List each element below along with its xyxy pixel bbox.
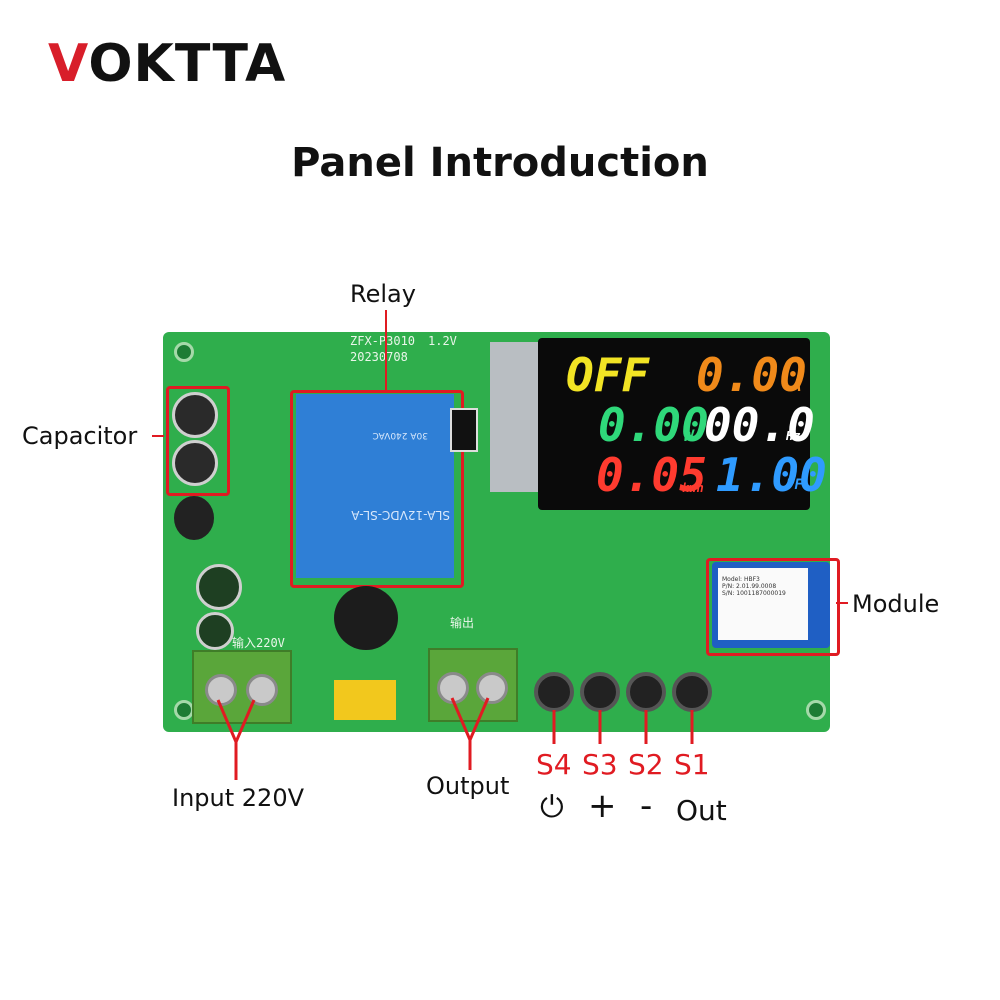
capacitor-highlight-box (166, 386, 230, 496)
module-sn: S/N: 1001187000019 (722, 590, 786, 597)
capacitor-label: Capacitor (22, 422, 138, 450)
button-id-s4: S4 (536, 748, 572, 781)
capacitor-c17 (172, 392, 218, 438)
frequency-unit: Hz (786, 429, 801, 443)
energy-unit: kwh (682, 481, 704, 495)
capacitor-green (196, 564, 242, 610)
relay-highlight-box (290, 390, 464, 588)
minus-icon: - (640, 786, 653, 826)
module-pn: P/N: 2.01.99.0008 (722, 583, 777, 590)
board-version: 1.2V (428, 334, 457, 348)
power-icon: ⏻ (540, 790, 564, 825)
module-leader-line (836, 602, 848, 604)
screw-icon (476, 672, 508, 704)
button-id-s1: S1 (674, 748, 710, 781)
current-transformer (334, 586, 398, 650)
board-model: ZFX-P3010 (350, 334, 416, 348)
current-readout: 0.00 (696, 348, 807, 402)
button-id-s3: S3 (582, 748, 618, 781)
relay-label: Relay (350, 280, 416, 308)
lcd-backing (490, 342, 542, 492)
mount-hole-icon (806, 700, 826, 720)
inductor (174, 496, 214, 540)
logo-mark: V (48, 34, 89, 94)
module-highlight-box (706, 558, 840, 656)
plus-icon: + (588, 786, 617, 826)
status-readout: OFF (566, 348, 650, 402)
current-unit: A (792, 376, 802, 395)
screw-icon (246, 674, 278, 706)
output-label: Output (426, 772, 510, 800)
page-title: Panel Introduction (291, 140, 709, 186)
capacitor-small (196, 612, 234, 650)
mount-hole-icon (174, 342, 194, 362)
pf-readout: 1.00 (716, 448, 827, 502)
input-y-connector (216, 699, 256, 746)
power-readout: 0.00 (598, 398, 709, 452)
pf-unit: PF (786, 477, 803, 493)
lcd-display (538, 338, 810, 510)
output-y-connector (450, 697, 490, 744)
module-label: Module (852, 590, 940, 618)
capacitor-c16 (172, 440, 218, 486)
yellow-capacitor (334, 680, 396, 720)
board-date: 20230708 (350, 350, 408, 364)
power-unit: W (684, 426, 694, 445)
screw-icon (205, 674, 237, 706)
energy-readout: 0.05 (596, 448, 707, 502)
board-input-label: 输入220V (232, 636, 285, 650)
relay-leader-line (385, 310, 387, 390)
frequency-readout: 00.0 (704, 398, 815, 452)
relay-body (296, 394, 454, 578)
brand-logo: VOKTTA (48, 38, 286, 90)
board-output-label: 输出 (450, 616, 475, 630)
out-label: Out (676, 794, 727, 827)
capacitor-leader-line (152, 435, 164, 437)
button-id-s2: S2 (628, 748, 664, 781)
module-tag: Model: HBF3 P/N: 2.01.99.0008 S/N: 10011… (718, 568, 808, 640)
optocoupler (450, 408, 478, 452)
logo-text: OKTTA (88, 34, 287, 94)
module-model: Model: HBF3 (722, 576, 760, 583)
input-label: Input 220V (172, 784, 304, 812)
